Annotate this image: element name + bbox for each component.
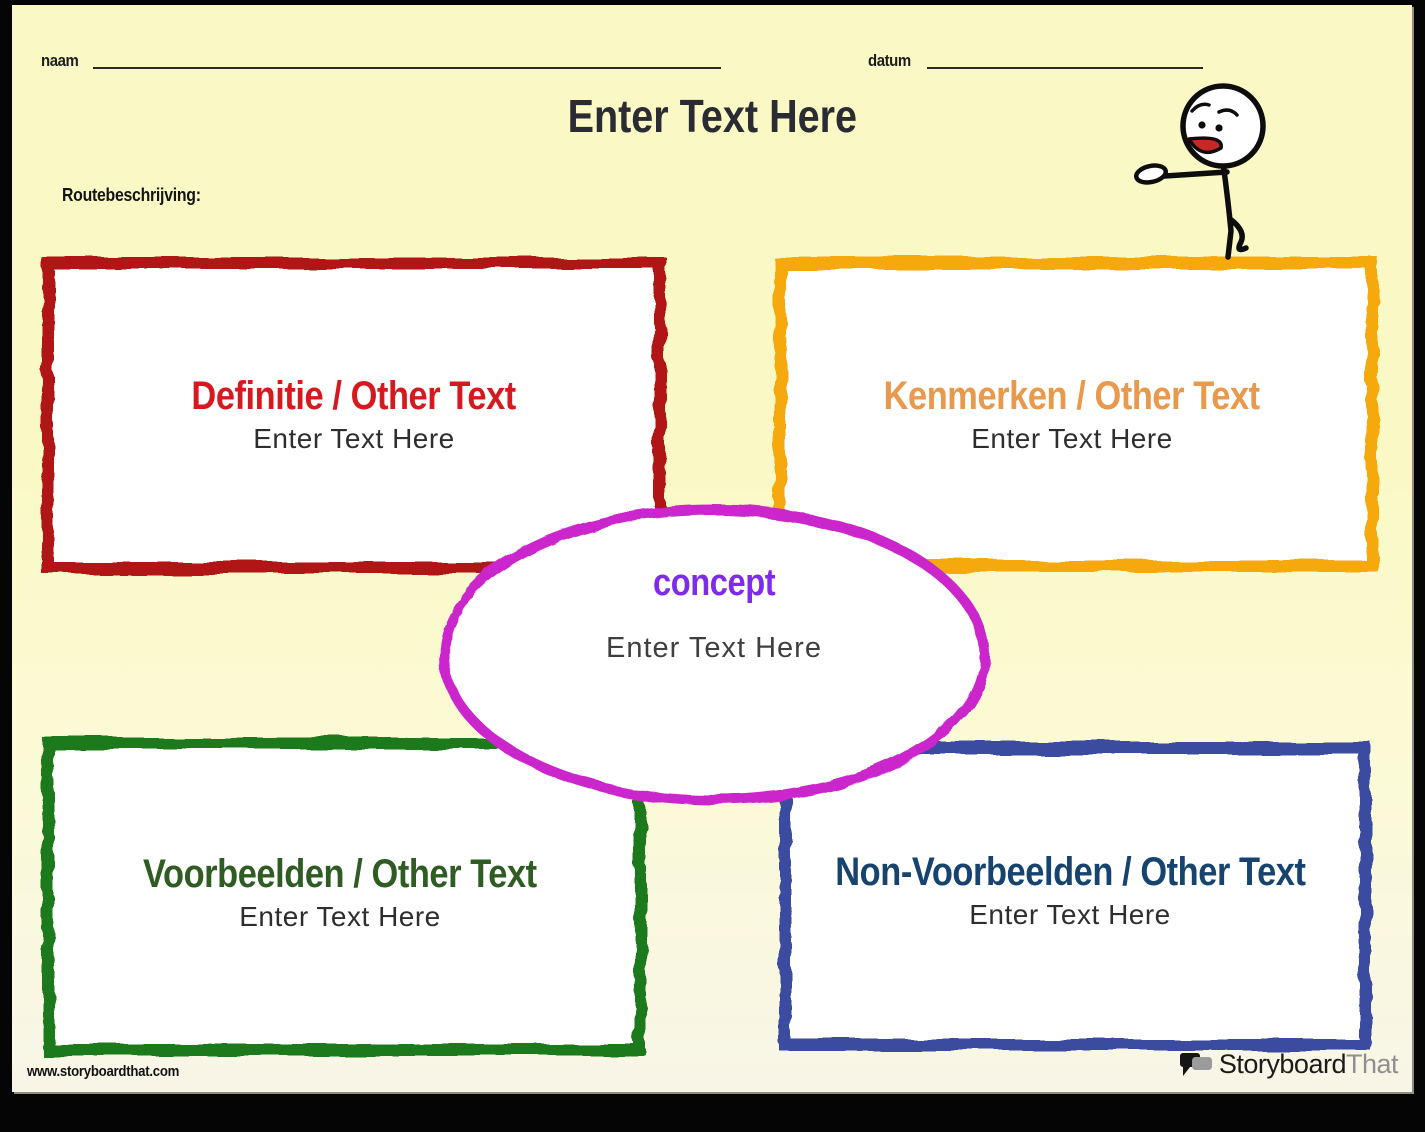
concept-title-text: concept — [652, 562, 776, 604]
characteristics-body[interactable]: Enter Text Here — [971, 423, 1173, 454]
shapes-layer — [42, 257, 1378, 1056]
examples-body[interactable]: Enter Text Here — [239, 901, 441, 932]
concept-title[interactable]: concept — [464, 561, 964, 605]
date-field-row: datum — [868, 52, 1203, 69]
brand-name-primary: Storyboard — [1218, 1049, 1347, 1079]
examples-cell-text: Voorbeelden / Other Text Enter Text Here — [40, 851, 640, 937]
directions-label-text: Routebeschrijving: — [62, 185, 201, 205]
non-examples-cell-box[interactable] — [779, 742, 1371, 1051]
characteristics-cell-box[interactable] — [774, 257, 1378, 572]
examples-cell-box[interactable] — [42, 737, 646, 1056]
characteristics-cell-text: Kenmerken / Other Text Enter Text Here — [772, 373, 1372, 459]
site-url: www.storyboardthat.com — [27, 1063, 200, 1080]
non-examples-title[interactable]: Non-Voorbeelden / Other Text — [774, 849, 1366, 895]
concept-cell-text: concept Enter Text Here — [464, 561, 964, 665]
definition-body[interactable]: Enter Text Here — [253, 423, 455, 454]
name-field-row: naam — [41, 52, 721, 69]
brand-name-secondary: That — [1345, 1049, 1399, 1079]
worksheet-title[interactable]: Enter Text Here — [12, 93, 1412, 139]
non-examples-cell-text: Non-Voorbeelden / Other Text Enter Text … — [774, 849, 1366, 935]
worksheet-page: naam datum Enter Text Here Routebeschrij… — [12, 5, 1412, 1092]
non-examples-title-text: Non-Voorbeelden / Other Text — [834, 850, 1306, 894]
definition-title-text: Definitie / Other Text — [191, 374, 517, 418]
name-blank-line[interactable] — [93, 66, 721, 69]
worksheet-title-text: Enter Text Here — [567, 90, 857, 142]
examples-title[interactable]: Voorbeelden / Other Text — [40, 851, 640, 897]
date-blank-line[interactable] — [926, 66, 1203, 69]
name-label: naam — [41, 51, 79, 70]
site-url-text: www.storyboardthat.com — [27, 1063, 180, 1080]
characteristics-title-text: Kenmerken / Other Text — [883, 374, 1261, 418]
characteristics-title[interactable]: Kenmerken / Other Text — [772, 373, 1372, 419]
examples-title-text: Voorbeelden / Other Text — [143, 852, 537, 896]
date-label: datum — [868, 51, 911, 70]
definition-cell-text: Definitie / Other Text Enter Text Here — [46, 373, 662, 459]
concept-body[interactable]: Enter Text Here — [606, 632, 822, 664]
concept-ellipse[interactable] — [439, 505, 989, 805]
definition-title[interactable]: Definitie / Other Text — [46, 373, 662, 419]
speech-bubbles-icon — [1179, 1052, 1212, 1076]
definition-cell-box[interactable] — [42, 257, 666, 574]
non-examples-body[interactable]: Enter Text Here — [969, 899, 1171, 930]
stick-figure-mascot-icon — [1133, 83, 1266, 260]
directions-label: Routebeschrijving: — [62, 185, 220, 206]
